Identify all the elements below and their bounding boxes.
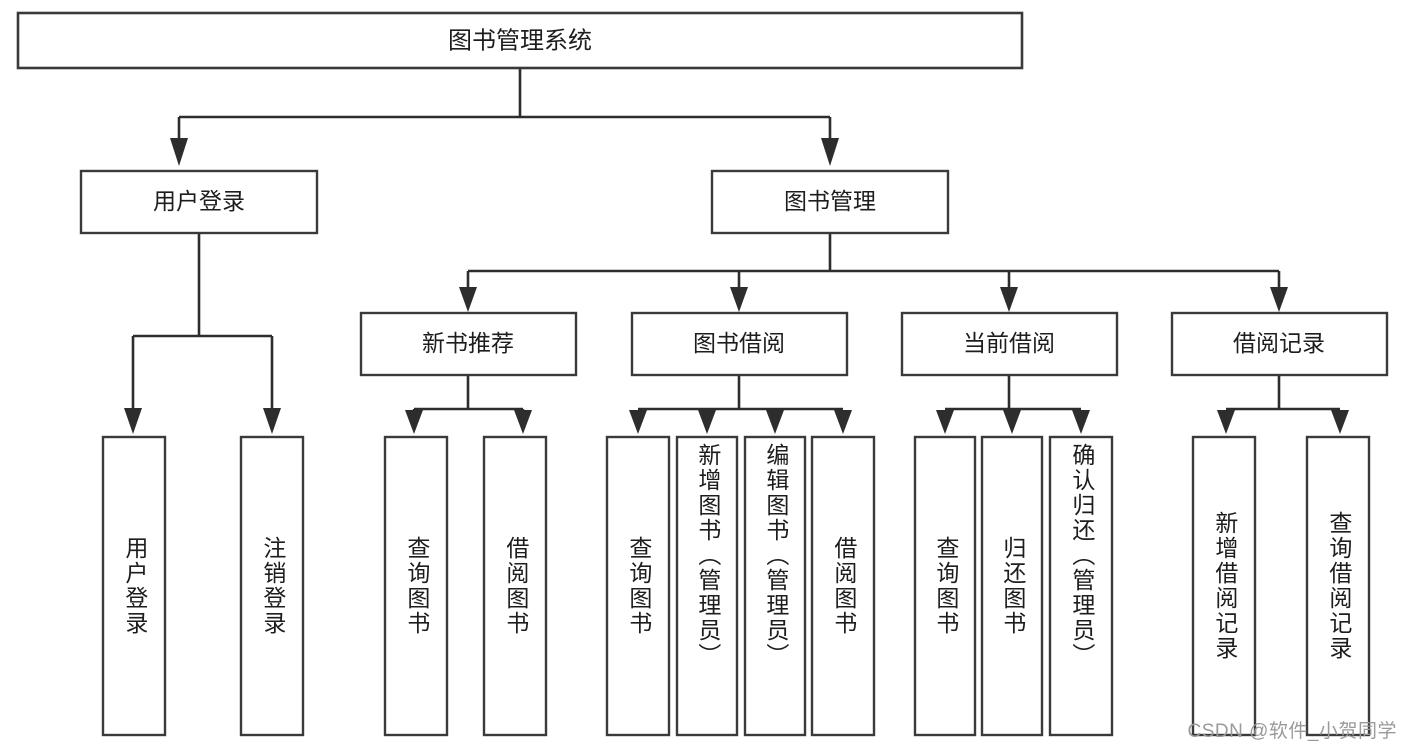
- node-borrow-record-box[interactable]: [1170, 311, 1389, 377]
- leaf-box-logout[interactable]: [239, 435, 305, 737]
- node-user-login-box[interactable]: [79, 169, 319, 235]
- node-book-borrow-label: 图书借阅: [693, 330, 785, 356]
- node-borrow-record[interactable]: 借阅记录: [1170, 311, 1389, 377]
- node-new-book-recommend-label: 新书推荐: [422, 330, 514, 356]
- arrow-head-bb-add-book: [698, 410, 716, 434]
- connector-group-new-book: [405, 375, 532, 434]
- arrow-head-book-borrow: [730, 287, 748, 312]
- node-borrow-record-label: 借阅记录: [1233, 330, 1325, 356]
- node-book-borrow-box[interactable]: [630, 311, 849, 377]
- arrow-head-bb-query-book: [629, 410, 647, 434]
- arrow-head-cb-confirm-return: [1072, 410, 1090, 434]
- node-current-borrow[interactable]: 当前借阅: [900, 311, 1119, 377]
- node-book-management-label: 图书管理: [784, 188, 876, 214]
- node-current-borrow-box[interactable]: [900, 311, 1119, 377]
- leaf-box-nb-borrow-book[interactable]: [482, 435, 548, 737]
- arrow-head-borrow-record: [1270, 287, 1288, 312]
- node-root-system-label: 图书管理系统: [448, 27, 592, 54]
- leaf-box-br-add-record[interactable]: [1191, 435, 1257, 737]
- arrow-head-leaf-user-login: [124, 408, 142, 434]
- connector-group-current-borrow: [936, 375, 1090, 434]
- leaf-box-cb-query-book[interactable]: [913, 435, 977, 737]
- arrow-head-current-borrow: [1000, 287, 1018, 312]
- leaf-box-br-query-record[interactable]: [1305, 435, 1371, 737]
- leaf-box-group: [101, 435, 1371, 737]
- node-root-system-box[interactable]: [16, 11, 1024, 70]
- watermark-text: CSDN @软件_小贺同学: [1187, 721, 1397, 742]
- arrow-head-br-query-record: [1331, 410, 1349, 434]
- arrow-head-bb-borrow-book: [834, 410, 852, 434]
- arrow-head-nb-borrow-book: [514, 410, 532, 434]
- leaf-box-user-login[interactable]: [101, 435, 167, 737]
- arrow-head-user-login: [170, 138, 188, 166]
- leaf-box-nb-query-book[interactable]: [383, 435, 449, 737]
- arrow-head-cb-query-book: [936, 410, 954, 434]
- leaf-box-bb-edit-book[interactable]: [743, 435, 807, 737]
- connector-group-root: [170, 68, 839, 166]
- arrow-head-leaf-logout: [263, 408, 281, 434]
- leaf-box-bb-borrow-book[interactable]: [810, 435, 876, 737]
- node-user-login-label: 用户登录: [153, 188, 245, 214]
- node-new-book-recommend[interactable]: 新书推荐: [359, 311, 578, 377]
- arrow-head-nb-query-book: [405, 410, 423, 434]
- node-book-management[interactable]: 图书管理: [710, 169, 950, 235]
- connector-group-book-borrow: [629, 375, 852, 434]
- arrow-head-cb-return-book: [1003, 410, 1021, 434]
- node-root-system[interactable]: 图书管理系统: [16, 11, 1024, 70]
- node-current-borrow-label: 当前借阅: [963, 330, 1055, 356]
- arrow-head-book-mgmt: [821, 138, 839, 166]
- leaf-box-bb-add-book[interactable]: [675, 435, 739, 737]
- connector-group-borrow-record: [1217, 375, 1349, 434]
- node-book-borrow[interactable]: 图书借阅: [630, 311, 849, 377]
- connector-group-user-login: [124, 233, 281, 434]
- node-new-book-recommend-box[interactable]: [359, 311, 578, 377]
- leaf-box-bb-query-book[interactable]: [605, 435, 671, 737]
- leaf-box-cb-return-book[interactable]: [980, 435, 1044, 737]
- arrow-head-bb-edit-book: [766, 410, 784, 434]
- node-user-login[interactable]: 用户登录: [79, 169, 319, 235]
- arrow-head-br-add-record: [1217, 410, 1235, 434]
- connector-group-book-mgmt: [459, 233, 1288, 312]
- leaf-box-cb-confirm-return[interactable]: [1048, 435, 1114, 737]
- arrow-head-new-book: [459, 287, 477, 312]
- node-book-management-box[interactable]: [710, 169, 950, 235]
